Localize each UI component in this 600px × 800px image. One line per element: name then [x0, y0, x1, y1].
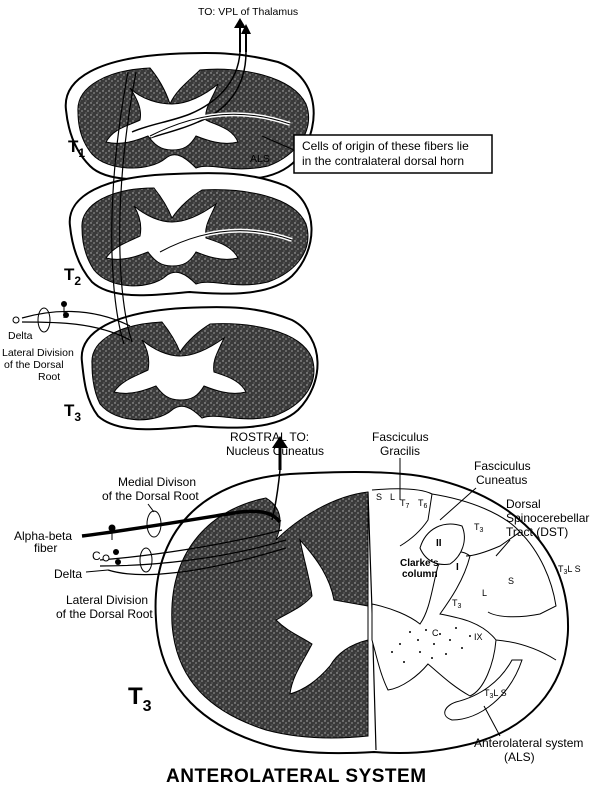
medial-division-label-line-1: Medial Divison — [118, 475, 196, 489]
fasc-gracilis-label-line-1: Fasciculus — [372, 430, 429, 444]
t1-als-fibers-2 — [149, 28, 247, 139]
rostral-label-line-1: ROSTRAL TO: — [230, 430, 309, 444]
rostral-label-line-2: Nucleus Cuneatus — [226, 444, 324, 458]
dst-boundary — [487, 531, 557, 618]
delta-label-bottom: Delta — [54, 567, 82, 581]
lam-s-dorsal: S — [376, 492, 382, 502]
figure-caption: ANTEROLATERAL SYSTEM — [166, 766, 427, 787]
lateral-division-top-line-2: of the Dorsal — [4, 359, 64, 371]
segment-label-t3-top: T3 — [64, 401, 81, 424]
clarke-label-line-1: Clarke's — [400, 558, 439, 569]
segment-label-t2: T2 — [64, 265, 81, 288]
segment-t3-large — [154, 471, 570, 755]
t1-crossing-fibers-edge — [149, 113, 291, 137]
segment-t2 — [68, 172, 313, 297]
t3-large-butterfly-left — [275, 538, 369, 695]
segment-label-t3-large: T3 — [128, 683, 152, 715]
fasc-gracilis-boundary — [371, 488, 433, 547]
lamination-labels: S L T7 T6 T3 II I Clarke's column T3 L S… — [376, 492, 581, 700]
alpha-beta-fiber — [81, 509, 282, 538]
lam-i: I — [456, 562, 459, 573]
fasc-cuneatus-label-line-1: Fasciculus — [474, 459, 531, 473]
als-label-line-1: Anterolateral system — [474, 736, 583, 750]
lateral-boundary — [495, 639, 557, 661]
als-boundary — [444, 659, 523, 721]
als-label-line-2: (ALS) — [504, 750, 535, 764]
lam-t6: T6 — [418, 498, 428, 510]
als-small-label: ALS — [250, 153, 270, 165]
t3-large-grey-right — [371, 551, 497, 697]
delta-label-top: Delta — [8, 330, 33, 342]
fasc-gracilis-label-line-2: Gracilis — [380, 444, 420, 458]
lateral-division-top-line-1: Lateral Division — [2, 347, 74, 359]
t3-top-grey-butterfly — [113, 336, 247, 401]
clarke-label-line-2: column — [402, 569, 438, 580]
lateral-division-bottom-line-2: of the Dorsal Root — [56, 607, 153, 621]
lam-l-mid: L — [482, 588, 487, 598]
segment-t3-top — [80, 306, 319, 431]
lam-t3-b: T3 — [452, 598, 462, 610]
fasc-cuneatus-label-line-2: Cuneatus — [476, 473, 527, 487]
t2-grey-butterfly — [105, 202, 239, 267]
lam-t3-right: T3L S — [558, 564, 581, 576]
segment-t1 — [64, 28, 315, 181]
lam-s-mid: S — [508, 576, 514, 586]
ascending-bundle — [111, 71, 137, 345]
dst-label-line-3: Tract (DST) — [506, 525, 568, 539]
lam-c-small: C — [432, 628, 439, 638]
segment-label-t1: T1 — [68, 137, 85, 160]
callout-line-1: Cells of origin of these fibers lie — [302, 139, 469, 153]
c-label-bottom: C — [92, 549, 101, 563]
alpha-beta-label-line-1: Alpha-beta — [14, 529, 72, 543]
vpl-thalamus-label: TO: VPL of Thalamus — [198, 6, 298, 18]
ventral-horn-cells — [391, 627, 471, 663]
lateral-division-bottom-line-1: Lateral Division — [66, 593, 148, 607]
lam-t3-a: T3 — [474, 522, 484, 534]
alpha-beta-label-line-2: fiber — [34, 541, 57, 555]
lam-ii: II — [436, 538, 442, 549]
vpl-arrows — [234, 18, 251, 52]
lam-ix: IX — [474, 632, 483, 642]
top-dorsal-root — [12, 301, 131, 341]
medial-division-label-line-2: of the Dorsal Root — [102, 489, 199, 503]
lateral-division-top-line-3: Root — [38, 371, 60, 383]
lam-l-dorsal: L — [390, 492, 395, 502]
lam-t7: T7 — [400, 498, 410, 510]
bottom-dorsal-root — [81, 436, 288, 576]
dst-label-line-2: Spinocerebellar — [506, 511, 589, 525]
t3-large-dorsal-horn-right — [419, 523, 465, 565]
fasc-cuneatus-boundary — [431, 493, 521, 557]
callout-box: Cells of origin of these fibers lie in t… — [261, 134, 493, 174]
callout-line-2: in the contralateral dorsal horn — [302, 154, 464, 168]
t1-grey-butterfly — [105, 83, 239, 151]
dst-label-line-1: Dorsal — [506, 497, 541, 511]
t1-als-fibers — [131, 28, 241, 133]
t2-crossing-fibers-edge — [159, 230, 293, 253]
lam-t3-low: T3L S — [484, 688, 507, 700]
